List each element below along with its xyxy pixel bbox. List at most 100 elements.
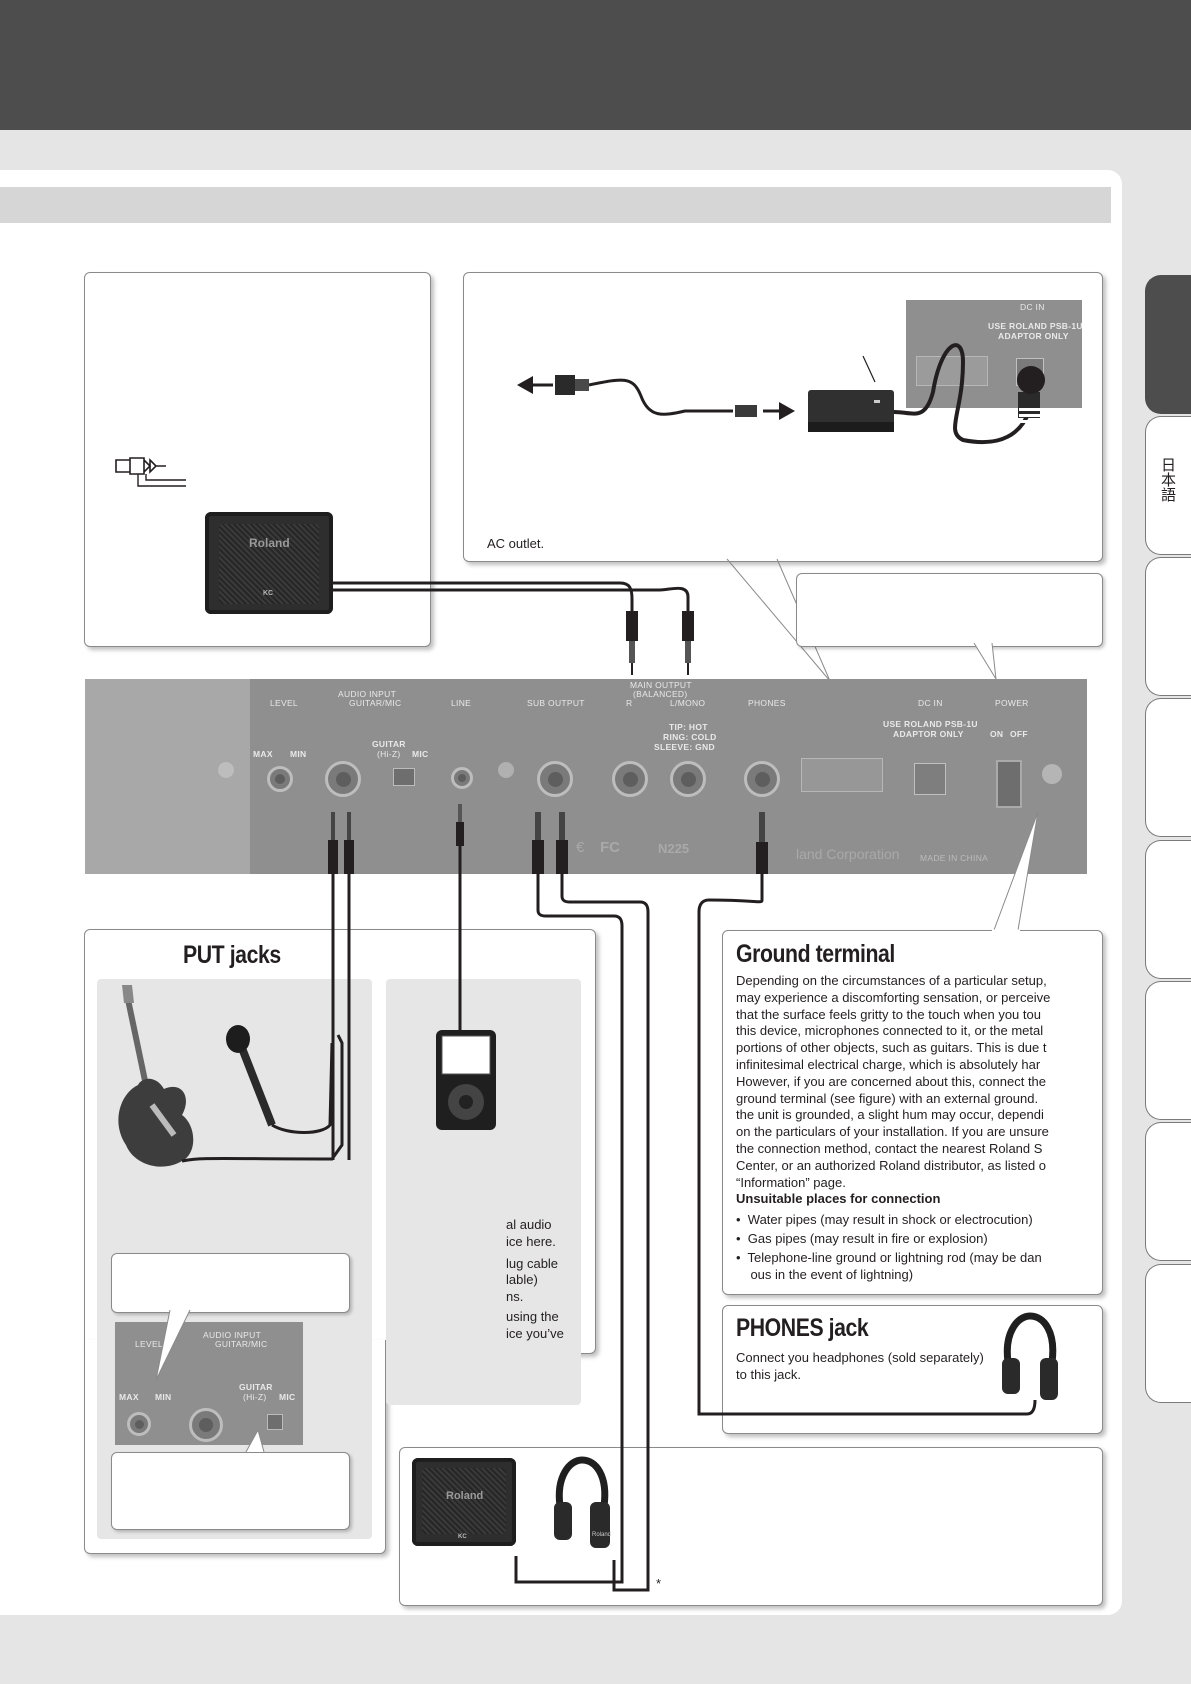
panel-screw-left bbox=[218, 762, 234, 778]
label-power: POWER bbox=[995, 698, 1029, 708]
line-text-1: al audio bbox=[506, 1217, 552, 1232]
guitar-mic-switch[interactable] bbox=[393, 768, 415, 786]
ground-line-5: portions of other objects, such as guita… bbox=[736, 1040, 1047, 1056]
amp-to-main-output-cable bbox=[330, 581, 694, 675]
ground-line-7: However, if you are concerned about this… bbox=[736, 1073, 1047, 1089]
ground-title: Ground terminal bbox=[736, 940, 923, 969]
inset-label-audio-input: AUDIO INPUT bbox=[203, 1330, 262, 1340]
phones-body: Connect you headphones (sold separately)… bbox=[736, 1350, 984, 1384]
dc-in-inset-warning-1: USE ROLAND PSB-1U bbox=[988, 321, 1083, 331]
top-banner bbox=[0, 0, 1191, 130]
label-adaptor-2: ADAPTOR ONLY bbox=[893, 729, 964, 739]
ground-line-2: may experience a discomforting sensation… bbox=[736, 989, 1051, 1005]
label-audio-input: AUDIO INPUT bbox=[338, 689, 397, 699]
ground-line-13: “Information” page. bbox=[736, 1174, 846, 1190]
n225-mark: N225 bbox=[658, 841, 690, 856]
ac-outlet-text: AC outlet. bbox=[487, 536, 545, 551]
footnote-asterisk: * bbox=[656, 1576, 662, 1591]
sub-headphones-icon: Roland bbox=[554, 1456, 611, 1548]
label-l-mono: L/MONO bbox=[670, 698, 706, 708]
guitar-mic-plugs bbox=[328, 812, 354, 1160]
power-cable-diagram bbox=[517, 343, 1045, 445]
phones-jack[interactable] bbox=[744, 761, 780, 797]
sub-output-jack[interactable] bbox=[537, 761, 573, 797]
panel-screw bbox=[498, 762, 514, 778]
unsuitable-item: • Water pipes (may result in shock or el… bbox=[736, 1212, 1033, 1228]
label-adaptor-1: USE ROLAND PSB-1U bbox=[883, 719, 978, 729]
label-tip: TIP: HOT bbox=[669, 722, 708, 732]
inset-label-min: MIN bbox=[155, 1392, 172, 1402]
cable-hook bbox=[801, 758, 883, 792]
level-knob[interactable] bbox=[267, 766, 293, 792]
main-output-r-jack[interactable] bbox=[612, 761, 648, 797]
ground-line-12: Center, or an authorized Roland distribu… bbox=[736, 1157, 1047, 1173]
ground-title-text: Ground terminal bbox=[736, 940, 895, 968]
power-switch-callout bbox=[796, 573, 1103, 647]
label-main-output: MAIN OUTPUT bbox=[630, 680, 692, 690]
line-text-4: lable) bbox=[506, 1272, 538, 1288]
label-level: LEVEL bbox=[270, 698, 298, 708]
side-tab-5[interactable] bbox=[1145, 840, 1191, 979]
unsuitable-list: • Water pipes (may result in shock or el… bbox=[736, 1210, 1050, 1283]
dc-in-inset-label: DC IN bbox=[1020, 302, 1045, 312]
line-text-2: ice here. bbox=[506, 1233, 556, 1249]
sub-amp-model-label: KC bbox=[458, 1534, 467, 1540]
side-tab-japanese[interactable]: 日本語 bbox=[1145, 416, 1191, 555]
guitar-and-mic-illustration bbox=[118, 985, 344, 1167]
label-dc-in: DC IN bbox=[918, 698, 943, 708]
label-r: R bbox=[626, 698, 633, 708]
inset-input-jack bbox=[189, 1408, 223, 1442]
dc-in-jack[interactable] bbox=[914, 763, 946, 795]
input-section-title: PUT jacks bbox=[183, 941, 298, 970]
phones-line-2: to this jack. bbox=[736, 1366, 802, 1382]
inset-label-hiz: (Hi-Z) bbox=[243, 1392, 267, 1402]
level-callout bbox=[111, 1253, 350, 1313]
power-switch[interactable] bbox=[996, 760, 1022, 808]
made-in-label: MADE IN CHINA bbox=[920, 853, 989, 863]
main-output-l-jack[interactable] bbox=[670, 761, 706, 797]
ground-terminal-box bbox=[722, 930, 1103, 1295]
input-inset-panel: AUDIO INPUT LEVEL GUITAR/MIC MAX MIN GUI… bbox=[115, 1322, 303, 1445]
sub-amp-brand-label: Roland bbox=[446, 1490, 484, 1502]
label-guitar: GUITAR bbox=[372, 739, 406, 749]
line-text-7: ice you’ve bbox=[506, 1325, 564, 1341]
inset-label-mic: MIC bbox=[279, 1392, 296, 1402]
side-tab-active[interactable] bbox=[1145, 275, 1191, 414]
unsuitable-heading: Unsuitable places for connection bbox=[736, 1191, 941, 1207]
rear-panel-labels: AUDIO INPUT LEVEL GUITAR/MIC LINE SUB OU… bbox=[85, 679, 1087, 874]
ground-line-3: that the surface feels gritty to the tou… bbox=[736, 1006, 1041, 1022]
ground-line-6: infinitesimal electrical charge, which i… bbox=[736, 1056, 1041, 1072]
side-tab-6[interactable] bbox=[1145, 981, 1191, 1120]
ground-line-10: on the particulars of your installation.… bbox=[736, 1124, 1049, 1140]
unsuitable-item: ous in the event of lightning) bbox=[750, 1267, 914, 1283]
side-tab-7[interactable] bbox=[1145, 1122, 1191, 1261]
inset-label-max: MAX bbox=[119, 1392, 139, 1402]
label-on: ON bbox=[990, 729, 1004, 739]
side-tab-3[interactable] bbox=[1145, 557, 1191, 696]
ground-body: Depending on the circumstances of a part… bbox=[736, 973, 1050, 1283]
label-sleeve: SLEEVE: GND bbox=[654, 742, 715, 752]
label-guitar-mic: GUITAR/MIC bbox=[349, 698, 402, 708]
line-cable bbox=[456, 804, 464, 1032]
label-mic: MIC bbox=[412, 749, 429, 759]
side-tab-label: 日本語 bbox=[1159, 457, 1177, 502]
label-min: MIN bbox=[290, 749, 307, 759]
ground-terminal-screw[interactable] bbox=[1042, 764, 1062, 784]
line-jack[interactable] bbox=[451, 767, 473, 789]
ce-mark: € bbox=[576, 839, 585, 856]
line-text-6: using the bbox=[506, 1308, 559, 1324]
label-off: OFF bbox=[1010, 729, 1028, 739]
amplifier-image: Roland KC bbox=[205, 512, 333, 614]
guitar-mic-jack[interactable] bbox=[325, 761, 361, 797]
inset-switch bbox=[267, 1414, 283, 1430]
ground-line-11: the connection method, contact the neare… bbox=[736, 1140, 1043, 1156]
label-hiz: (Hi-Z) bbox=[377, 749, 401, 759]
ground-line-9: the unit is grounded, a slight hum may o… bbox=[736, 1107, 1044, 1123]
line-text-5: ns. bbox=[506, 1289, 524, 1305]
inset-label-guitar: GUITAR bbox=[239, 1382, 273, 1392]
side-tab-4[interactable] bbox=[1145, 698, 1191, 837]
side-tab-8[interactable] bbox=[1145, 1264, 1191, 1403]
label-sub-output: SUB OUTPUT bbox=[527, 698, 585, 708]
phones-title-text: PHONES jack bbox=[736, 1314, 869, 1342]
phones-title: PHONES jack bbox=[736, 1314, 892, 1343]
